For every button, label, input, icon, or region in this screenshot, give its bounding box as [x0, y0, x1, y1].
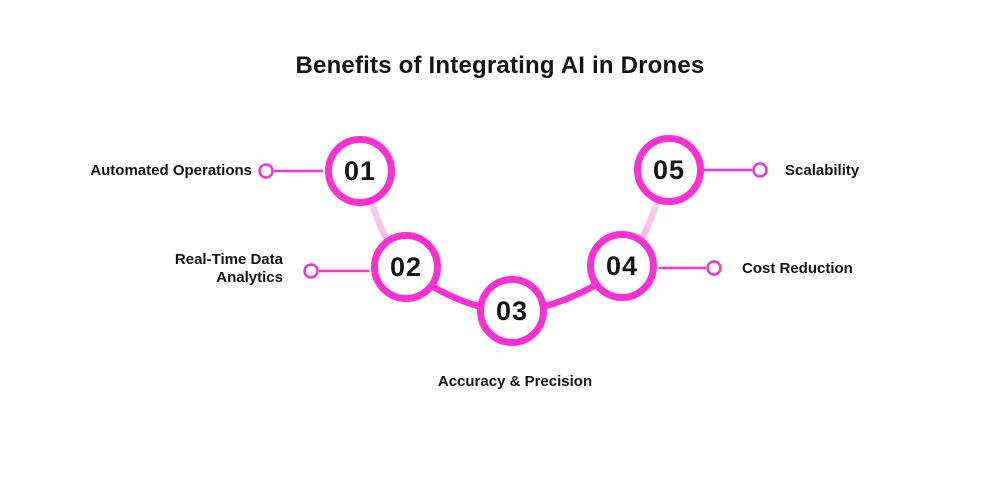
node-number-02: 02 [389, 251, 423, 282]
connector-dot-icon [303, 263, 319, 279]
item-label-real-time-data-analytics: Real-Time Data Analytics [174, 251, 283, 286]
node-circle-05 [634, 135, 704, 205]
page-title: Benefits of Integrating AI in Drones [295, 52, 705, 79]
item-label-automated-operations: Automated Operations [90, 162, 252, 179]
node-circle-02 [371, 232, 441, 302]
node-number-04: 04 [605, 250, 639, 281]
node-circle-03 [477, 276, 547, 346]
connector-dot-icon [706, 260, 722, 276]
node-circle-01 [325, 136, 395, 206]
item-label-scalability: Scalability [785, 162, 860, 179]
connector-dot-icon [752, 162, 768, 178]
node-number-05: 05 [652, 154, 686, 185]
node-circle-04 [587, 231, 657, 301]
connector-dot-icon [258, 163, 274, 179]
item-label-accuracy-precision: Accuracy & Precision [437, 373, 593, 390]
item-label-cost-reduction: Cost Reduction [742, 260, 853, 277]
node-number-03: 03 [495, 295, 529, 326]
node-number-01: 01 [343, 155, 377, 186]
